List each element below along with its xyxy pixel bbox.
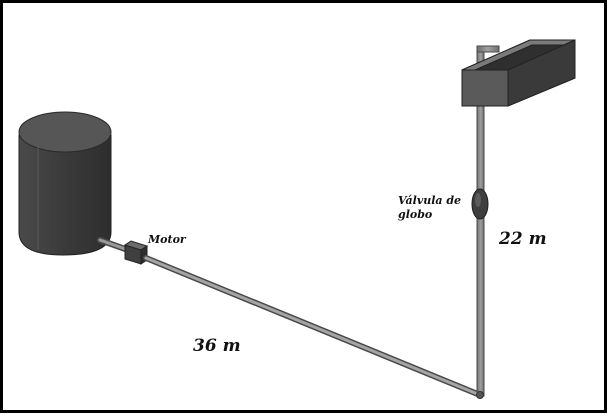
horizontal-pipe xyxy=(143,255,483,398)
horizontal-length-label: 36 m xyxy=(193,336,241,356)
globe-valve xyxy=(471,188,489,220)
suction-pipe xyxy=(97,237,131,253)
motor-pump xyxy=(123,240,149,265)
valve-label-line1: Válvula de xyxy=(398,194,461,207)
motor-label: Motor xyxy=(147,233,187,246)
storage-tank xyxy=(18,111,112,256)
vertical-length-label: 22 m xyxy=(498,229,547,249)
vertical-pipe xyxy=(476,99,485,399)
valve-label-line2: globo xyxy=(398,208,432,221)
elevated-trough xyxy=(461,39,576,107)
